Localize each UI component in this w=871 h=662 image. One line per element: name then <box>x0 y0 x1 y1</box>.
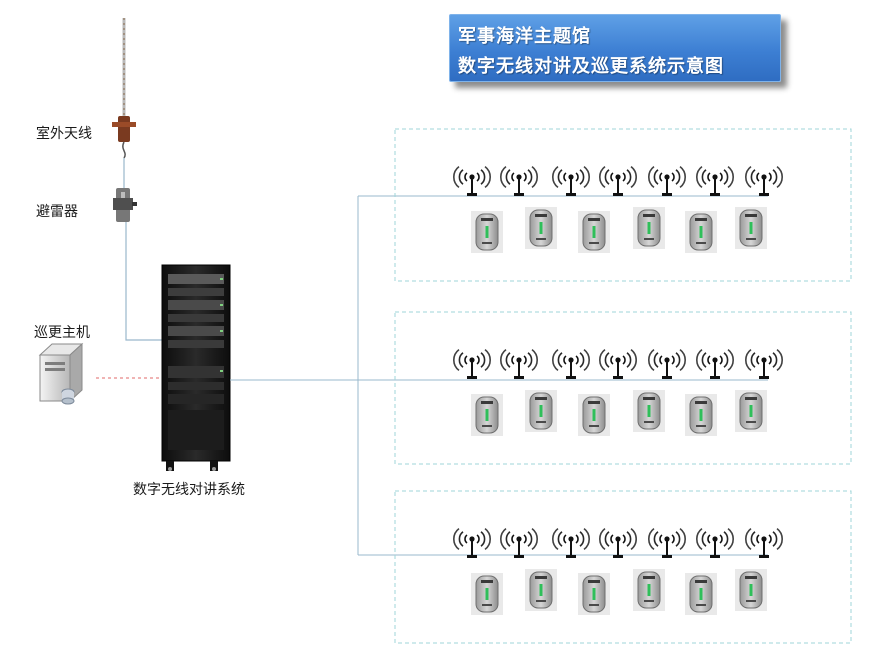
label-outdoor-antenna: 室外天线 <box>36 126 92 142</box>
wireless-signal-icon <box>599 165 637 196</box>
coverage-zone-1 <box>394 128 852 282</box>
patrol-tag-icon <box>471 394 503 436</box>
patrol-tag-icon <box>633 390 665 432</box>
wireless-signal-icon <box>453 348 491 379</box>
patrol-tag-icon <box>578 211 610 253</box>
wireless-signal-icon <box>552 348 590 379</box>
label-patrol-host: 巡更主机 <box>34 325 90 341</box>
wireless-signal-icon <box>552 527 590 558</box>
patrol-tag-icon <box>471 573 503 615</box>
server-tower-icon <box>38 342 84 405</box>
wireless-signal-icon <box>745 165 783 196</box>
wireless-signal-icon <box>453 165 491 196</box>
patrol-tag-icon <box>735 569 767 611</box>
patrol-tag-icon <box>471 211 503 253</box>
patrol-tag-icon <box>685 394 717 436</box>
coverage-zone-2 <box>394 311 852 465</box>
title-banner: 军事海洋主题馆 数字无线对讲及巡更系统示意图 <box>449 14 781 82</box>
lightning-arrester-icon <box>113 158 137 222</box>
wireless-signal-icon <box>648 527 686 558</box>
wireless-signal-icon <box>648 165 686 196</box>
patrol-tag-icon <box>525 569 557 611</box>
antenna-icon <box>112 18 136 159</box>
patrol-tag-icon <box>578 573 610 615</box>
title-line-1: 军事海洋主题馆 <box>458 26 591 47</box>
patrol-tag-icon <box>685 211 717 253</box>
wireless-signal-icon <box>500 348 538 379</box>
wireless-signal-icon <box>696 165 734 196</box>
antenna-cable <box>125 222 163 341</box>
patrol-tag-icon <box>735 207 767 249</box>
patrol-tag-icon <box>633 569 665 611</box>
wireless-signal-icon <box>696 348 734 379</box>
wireless-signal-icon <box>500 165 538 196</box>
patrol-tag-icon <box>685 573 717 615</box>
wireless-signal-icon <box>745 527 783 558</box>
title-line-2: 数字无线对讲及巡更系统示意图 <box>458 56 724 77</box>
trunk-cabling <box>230 195 768 556</box>
patrol-tag-icon <box>525 207 557 249</box>
wireless-signal-icon <box>453 527 491 558</box>
patrol-tag-icon <box>735 390 767 432</box>
wireless-signal-icon <box>696 527 734 558</box>
label-lightning-arrester: 避雷器 <box>36 204 78 220</box>
label-digital-system: 数字无线对讲系统 <box>133 482 245 498</box>
wireless-signal-icon <box>599 527 637 558</box>
coverage-zone-3 <box>394 490 852 644</box>
wireless-signal-icon <box>500 527 538 558</box>
patrol-tag-icon <box>578 394 610 436</box>
wireless-signal-icon <box>648 348 686 379</box>
patrol-tag-icon <box>525 390 557 432</box>
wireless-signal-icon <box>745 348 783 379</box>
wireless-signal-icon <box>599 348 637 379</box>
equipment-rack-icon <box>161 264 231 471</box>
patrol-tag-icon <box>633 207 665 249</box>
wireless-signal-icon <box>552 165 590 196</box>
